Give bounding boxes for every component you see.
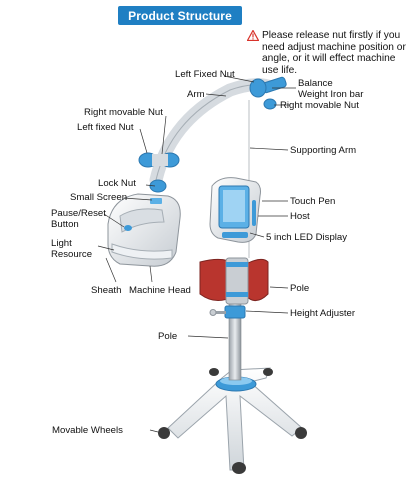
label-sheath: Sheath bbox=[91, 285, 122, 296]
warning-note: Please release nut firstly if you need a… bbox=[262, 30, 406, 76]
pause-reset-button bbox=[124, 225, 132, 231]
label-host: Host bbox=[290, 211, 310, 222]
label-movable-wheels: Movable Wheels bbox=[52, 425, 123, 436]
label-arm: Arm bbox=[187, 89, 205, 100]
small-screen bbox=[150, 198, 162, 204]
curved-arm bbox=[138, 76, 287, 193]
light-shield bbox=[199, 257, 269, 305]
label-small-screen: Small Screen bbox=[70, 192, 128, 203]
label-right-movable-nut-left: Right movable Nut bbox=[84, 107, 163, 118]
label-left-fixed-nut-left: Left fixed Nut bbox=[77, 122, 134, 133]
height-adjuster bbox=[209, 305, 246, 319]
warning-triangle-icon bbox=[247, 30, 259, 41]
title-text: Product Structure bbox=[128, 8, 232, 23]
title-banner: Product Structure bbox=[118, 6, 242, 25]
label-left-fixed-nut-top: Left Fixed Nut bbox=[175, 69, 235, 80]
star-base bbox=[167, 367, 303, 471]
movable-wheels bbox=[158, 368, 307, 474]
label-touch-pen: Touch Pen bbox=[290, 196, 336, 207]
host-unit bbox=[209, 177, 261, 243]
label-height-adjuster: Height Adjuster bbox=[290, 308, 356, 319]
label-right-movable-nut-top: Right movable Nut bbox=[280, 100, 359, 111]
touch-pen bbox=[252, 200, 256, 226]
label-light-resource: Light Resource bbox=[51, 238, 93, 260]
label-pole-left: Pole bbox=[158, 331, 178, 342]
label-machine-head: Machine Head bbox=[129, 285, 191, 296]
leader-lines bbox=[97, 75, 296, 433]
machine-head bbox=[107, 193, 181, 267]
label-led-display: 5 inch LED Display bbox=[266, 232, 348, 243]
light-resource bbox=[111, 243, 173, 260]
label-pause-reset: Pause/Reset Button bbox=[51, 208, 106, 230]
label-supporting-arm: Supporting Arm bbox=[290, 145, 357, 156]
label-pole-right: Pole bbox=[290, 283, 310, 294]
label-lock-nut: Lock Nut bbox=[98, 178, 136, 189]
label-balance-weight: Balance Weight Iron bar bbox=[298, 78, 364, 100]
